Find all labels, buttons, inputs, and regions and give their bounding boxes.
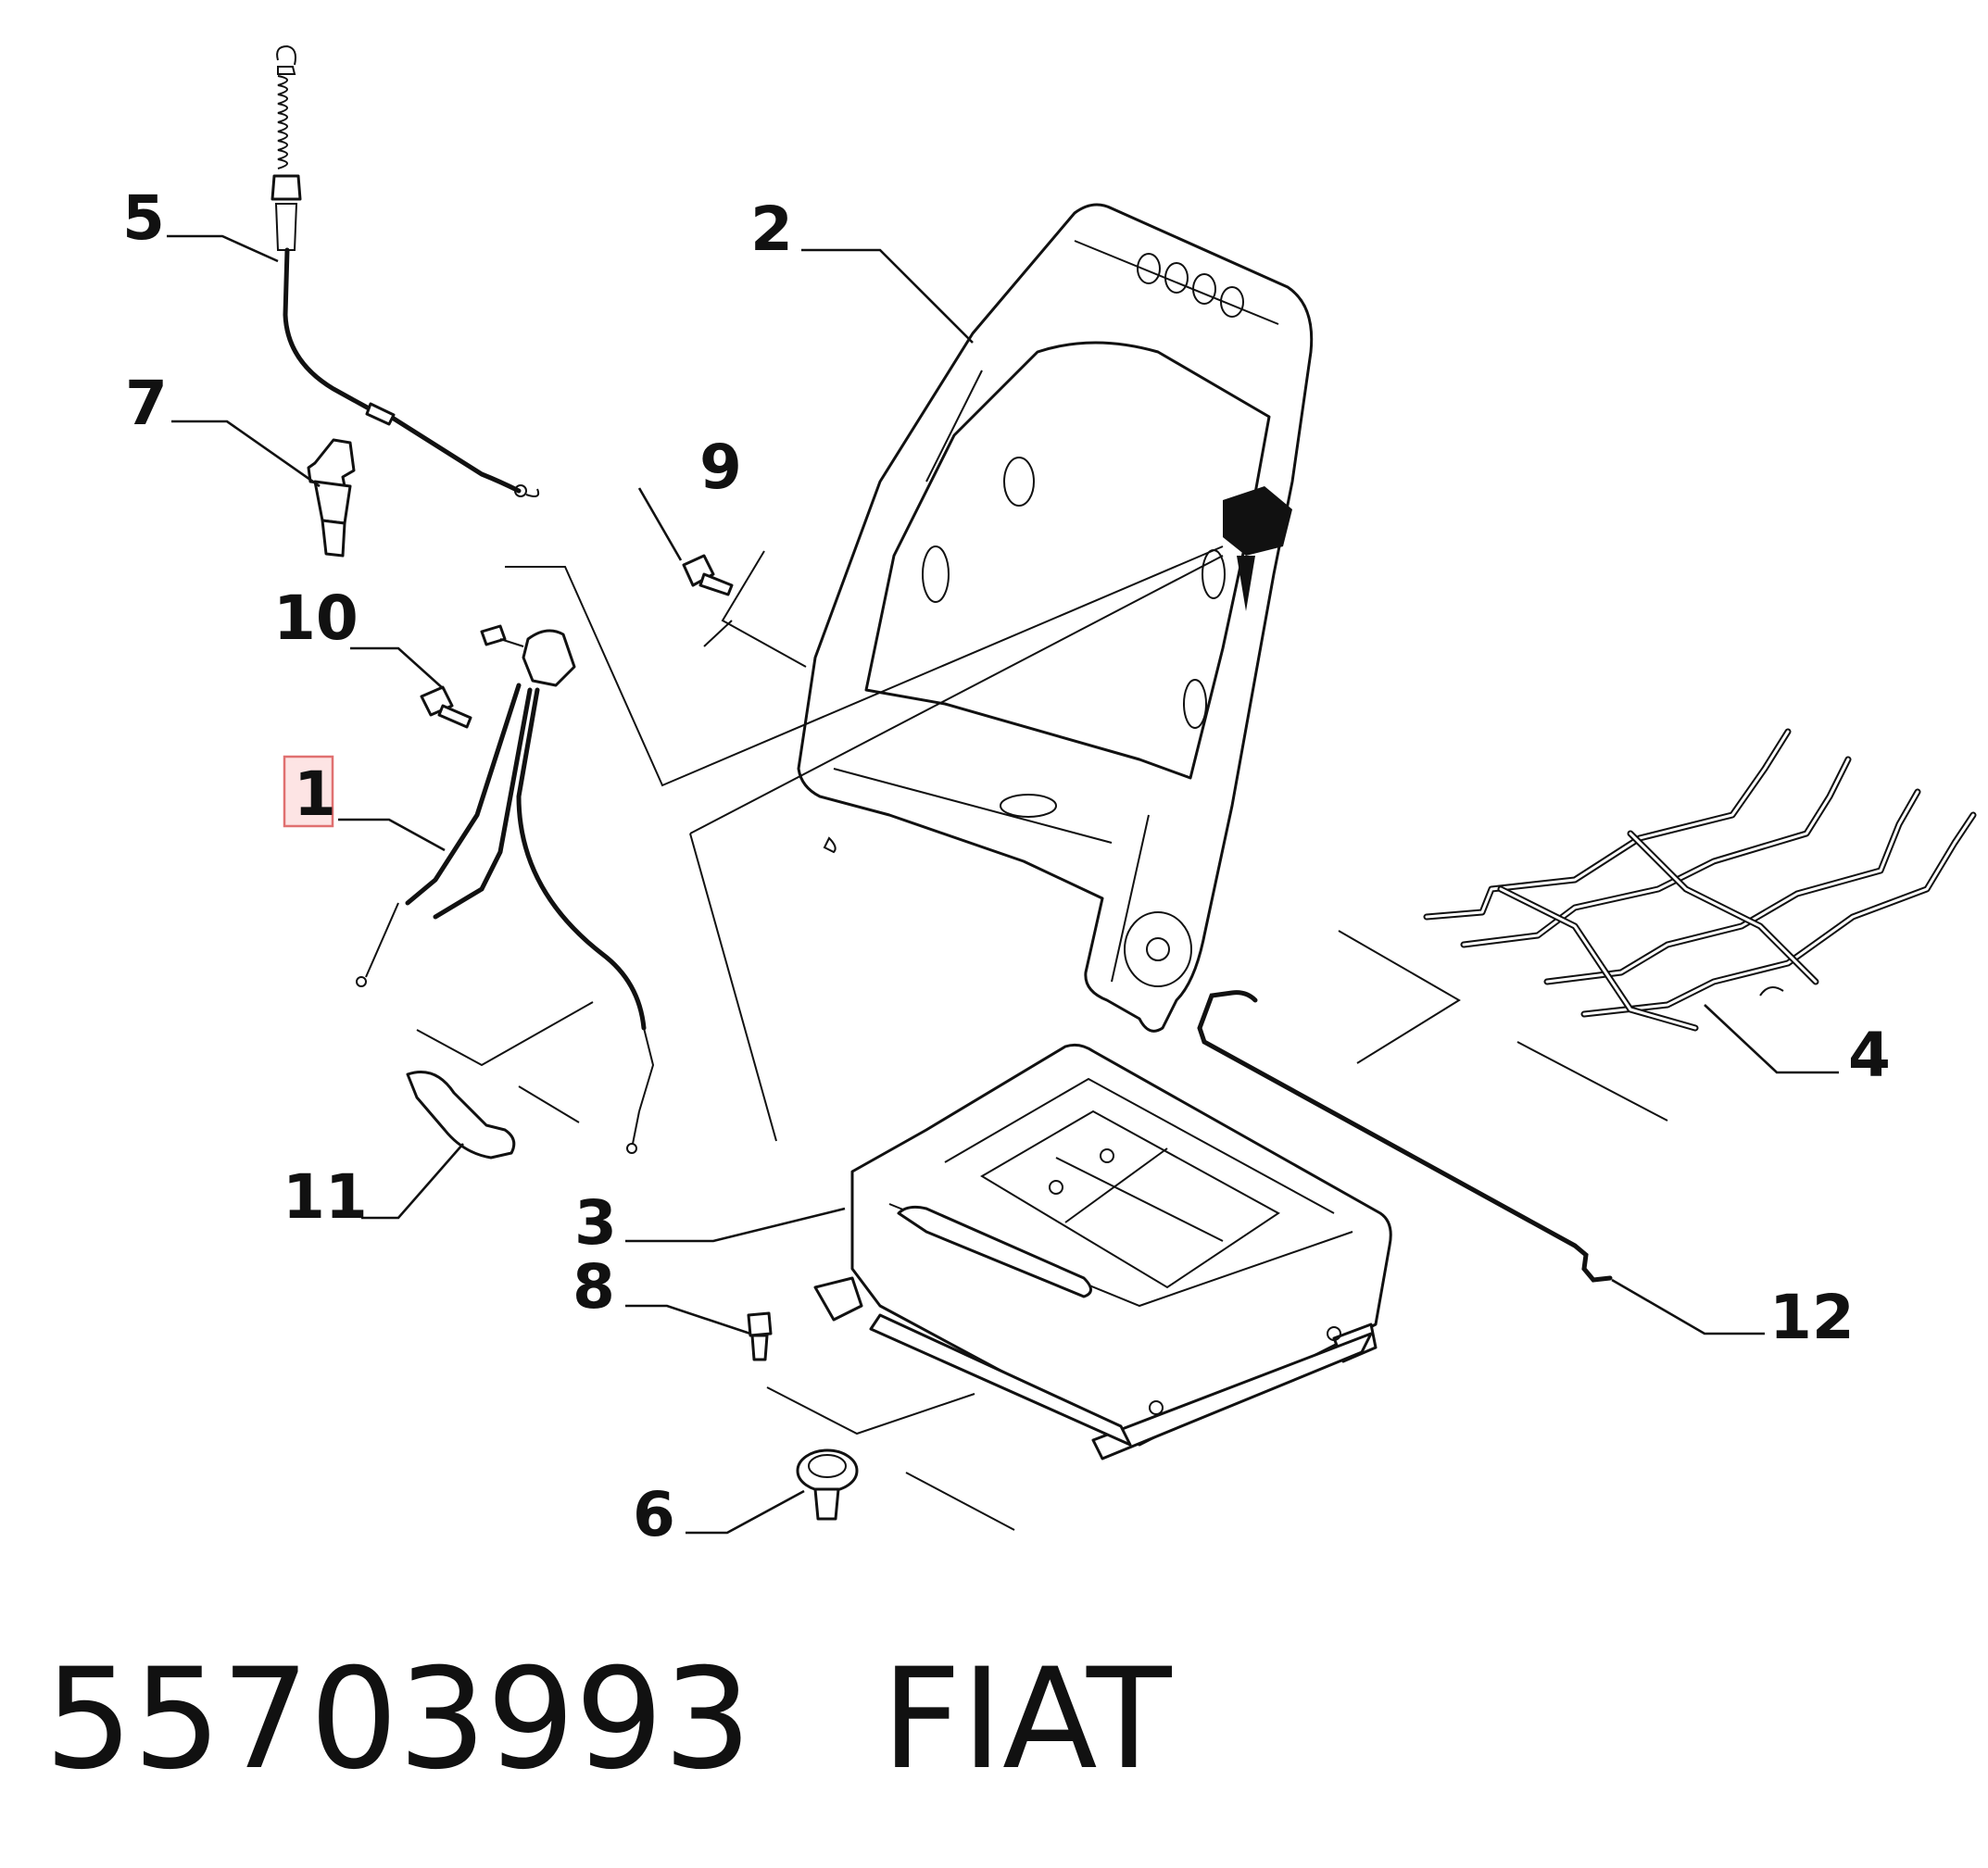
part-number: 55703993 xyxy=(44,1639,752,1800)
callout-10: 10 xyxy=(273,583,359,654)
screw-9 xyxy=(682,554,734,596)
cable-clip xyxy=(307,438,356,558)
seat-frame-exploded-diagram: 5 7 9 2 10 1 11 3 8 6 4 12 xyxy=(122,44,1977,1550)
brand-name: FIAT xyxy=(881,1639,1172,1800)
callout-12: 12 xyxy=(1769,1282,1855,1353)
bracket-11 xyxy=(406,1071,516,1160)
callout-2: 2 xyxy=(750,194,793,265)
caption: 55703993 FIAT xyxy=(44,1639,1172,1800)
callout-9: 9 xyxy=(699,432,742,503)
bolt-8 xyxy=(747,1311,773,1361)
callout-6: 6 xyxy=(633,1479,675,1550)
callout-5: 5 xyxy=(122,182,165,254)
callout-1-highlight xyxy=(283,755,334,828)
release-lever-with-cables xyxy=(356,624,655,1154)
pivot-bolt-6 xyxy=(796,1448,859,1521)
callout-4: 4 xyxy=(1848,1020,1891,1091)
callout-3: 3 xyxy=(574,1187,617,1259)
seat-spring-mat xyxy=(1423,728,1977,1032)
callout-8: 8 xyxy=(572,1251,615,1323)
callout-1: 1 xyxy=(294,758,336,830)
callout-11: 11 xyxy=(283,1161,368,1233)
assembly-guide-lines xyxy=(416,545,1668,1531)
seat-cushion-frame xyxy=(813,1043,1392,1461)
screw-10 xyxy=(420,685,472,729)
wire-rod xyxy=(1197,990,1613,1283)
release-cable-with-spring xyxy=(271,44,540,497)
leader-lines xyxy=(167,234,1839,1535)
callout-7: 7 xyxy=(125,368,168,439)
